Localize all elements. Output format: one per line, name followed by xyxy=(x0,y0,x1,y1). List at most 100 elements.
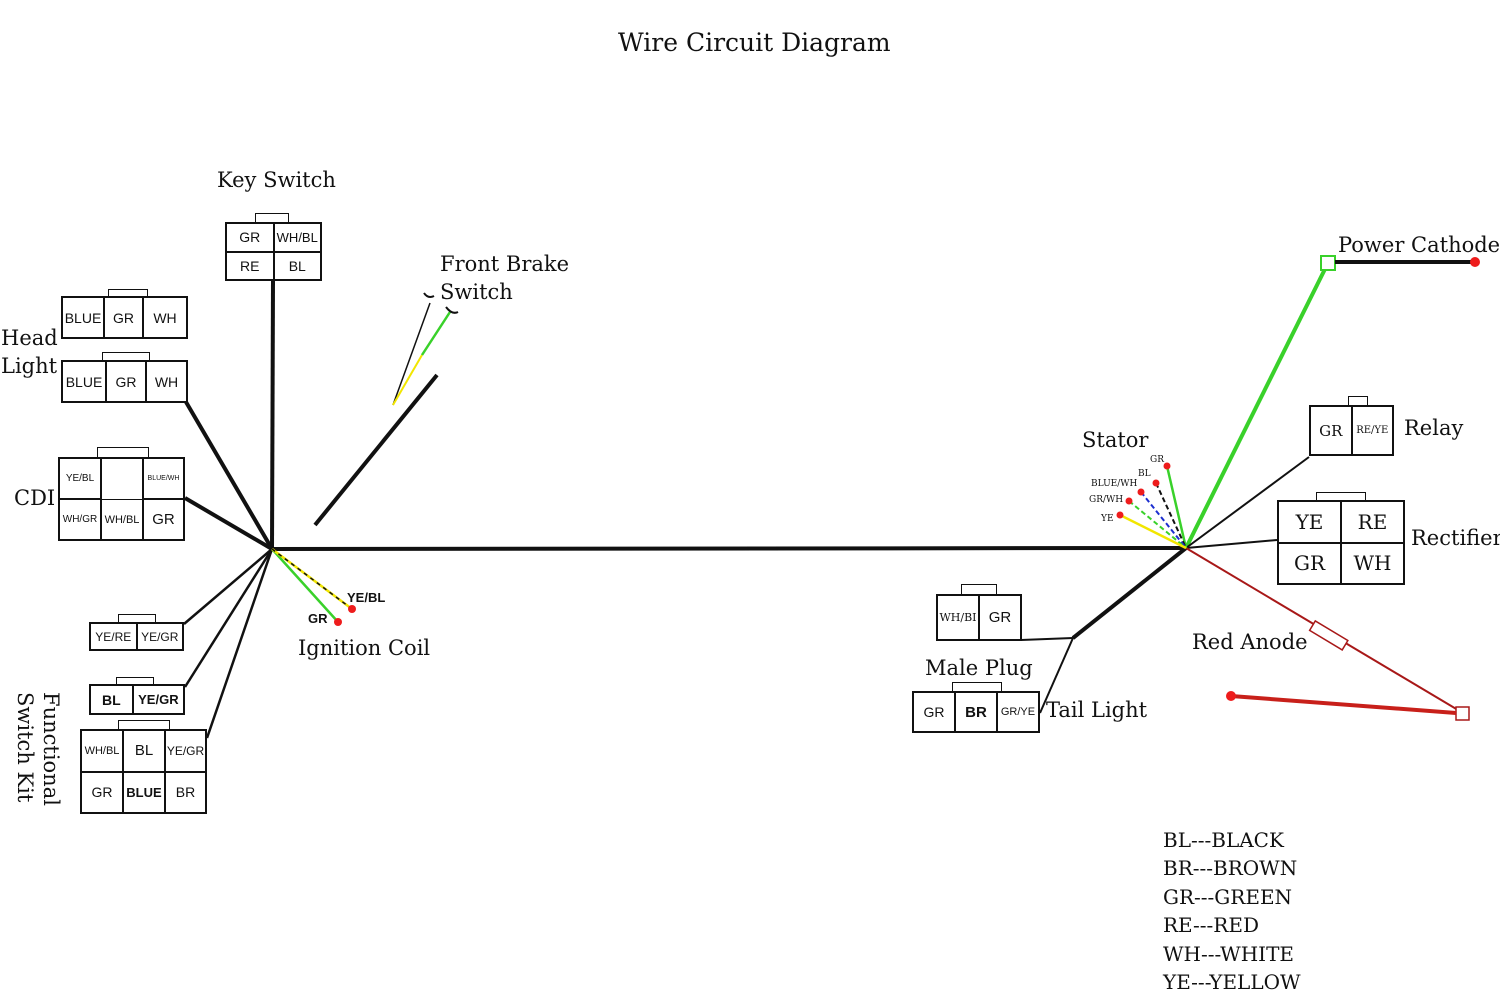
front-brake-yellow-wire xyxy=(392,354,423,406)
rectifier-latch xyxy=(1316,492,1366,501)
pin-gr: GR xyxy=(913,692,955,732)
stator-bluewh-wire xyxy=(1140,491,1187,549)
headlight-connector-2: BLUE GR WH xyxy=(61,360,188,403)
ignition-yebl-stripe xyxy=(271,548,353,610)
pin-re-ye: RE/YE xyxy=(1351,406,1393,455)
ignition-gr-wire xyxy=(271,548,339,623)
ignition-coil-label: Ignition Coil xyxy=(298,636,431,660)
switch2-latch xyxy=(116,677,154,685)
main-harness-wire xyxy=(271,546,1187,551)
pin-wh-bl: WH/BL xyxy=(273,223,321,252)
pin-wh-bi: WH/BI xyxy=(937,595,979,640)
red-anode-terminal xyxy=(1226,691,1236,701)
headlight-wire xyxy=(184,400,274,551)
stator-gr-terminal xyxy=(1163,462,1171,470)
switch3-latch xyxy=(118,720,170,730)
pin-ye-gr: YE/GR xyxy=(165,730,206,772)
pin-wh: WH xyxy=(143,297,187,338)
head-light-label-line2: Light xyxy=(1,354,58,378)
pin-bl: BL xyxy=(273,251,321,280)
pin-gr-ye: GR/YE xyxy=(997,692,1039,732)
legend-entry: YE---YELLOW xyxy=(1163,970,1301,995)
cdi-latch xyxy=(97,447,149,459)
pin-gr: GR xyxy=(106,361,146,402)
pin-wh: WH xyxy=(146,361,187,402)
pin-ye-gr: YE/GR xyxy=(132,685,184,714)
pin-empty xyxy=(101,458,143,499)
pin-gr: GR xyxy=(226,223,274,252)
front-brake-switch-terminal xyxy=(423,292,459,314)
male-plug-latch xyxy=(961,584,997,595)
switch1-latch xyxy=(118,614,156,623)
relay-connector: GR RE/YE xyxy=(1309,405,1394,456)
rectifier-connector: YE RE GR WH xyxy=(1277,500,1405,585)
pin-gr: GR xyxy=(979,595,1021,640)
pin-ye-bl: YE/BL xyxy=(59,458,101,499)
tail-harness-wire xyxy=(1071,546,1188,640)
stator-ye-terminal xyxy=(1116,511,1124,519)
cdi-wire xyxy=(183,496,274,551)
pin-wh-bl: WH/BL xyxy=(101,499,143,540)
headlight1-latch xyxy=(108,289,148,297)
pin-blue: BLUE xyxy=(123,771,165,813)
pin-wh: WH xyxy=(1341,542,1404,584)
tail-light-connector: GR BR GR/YE xyxy=(912,691,1040,733)
pin-ye-re: YE/RE xyxy=(90,623,137,650)
ignition-gr-label: GR xyxy=(308,611,328,626)
tail-light-label: Tail Light xyxy=(1046,698,1148,722)
power-cathode-label: Power Cathode xyxy=(1338,233,1500,257)
power-cathode-terminal xyxy=(1470,257,1480,267)
head-light-label-line1: Head xyxy=(1,326,58,350)
ignition-gr-terminal xyxy=(334,618,342,626)
pin-blue: BLUE xyxy=(62,297,104,338)
tail-light-wire xyxy=(1039,637,1074,714)
stator-grwh-wire xyxy=(1128,500,1187,549)
male-plug-wire xyxy=(1020,637,1074,641)
pin-ye-gr: YE/GR xyxy=(136,623,183,650)
red-anode-clip xyxy=(1455,706,1470,721)
headlight-connector-1: BLUE GR WH xyxy=(61,296,188,339)
power-cathode-clip xyxy=(1320,255,1336,271)
cdi-connector: YE/BL BLUE/WH WH/GR WH/BL GR xyxy=(58,457,185,541)
switch1-wire xyxy=(183,548,273,625)
front-brake-label-line2: Switch xyxy=(440,280,513,304)
stator-tag-bl: BL xyxy=(1138,469,1151,479)
red-anode-label: Red Anode xyxy=(1192,630,1308,654)
functional-label: Functional xyxy=(39,692,63,806)
rectifier-wire xyxy=(1185,539,1278,549)
pin-br: BR xyxy=(955,692,997,732)
stator-grwh-terminal xyxy=(1125,497,1133,505)
legend-entry: GR---GREEN xyxy=(1163,884,1293,909)
diagram-title: Wire Circuit Diagram xyxy=(618,28,891,57)
front-brake-green-wire xyxy=(420,311,452,356)
stator-bluewh-terminal xyxy=(1137,488,1145,496)
key-switch-label: Key Switch xyxy=(217,168,336,192)
switch-kit-label: Switch Kit xyxy=(13,692,37,803)
pin-blue: BLUE xyxy=(62,361,106,402)
ignition-yebl-label: YE/BL xyxy=(347,590,386,605)
switch2-wire xyxy=(183,548,274,688)
power-cathode-green-wire xyxy=(1184,262,1330,549)
pin-bl: BL xyxy=(90,685,133,714)
switch-kit-connector-1: YE/RE YE/GR xyxy=(89,622,184,651)
switch-kit-connector-3: WH/BL BL YE/GR GR BLUE BR xyxy=(80,729,207,814)
relay-label: Relay xyxy=(1404,416,1464,440)
stator-ye-wire xyxy=(1119,513,1187,550)
red-anode-wire xyxy=(1230,694,1457,715)
front-brake-black-wire xyxy=(392,302,431,406)
key-switch-connector: GR WH/BL RE BL xyxy=(225,222,322,281)
key-switch-wire xyxy=(270,280,275,550)
rectifier-label: Rectifier xyxy=(1411,526,1500,550)
pin-gr: GR xyxy=(143,499,184,540)
pin-gr: GR xyxy=(81,771,123,813)
relay-wire xyxy=(1185,456,1310,549)
pin-blue-wh: BLUE/WH xyxy=(143,458,184,499)
pin-re: RE xyxy=(1341,501,1404,543)
legend-entry: BR---BROWN xyxy=(1163,856,1298,881)
stator-gr-wire xyxy=(1165,465,1188,549)
headlight2-latch xyxy=(102,352,150,361)
legend-entry: BL---BLACK xyxy=(1163,828,1284,852)
pin-gr: GR xyxy=(1310,406,1352,455)
